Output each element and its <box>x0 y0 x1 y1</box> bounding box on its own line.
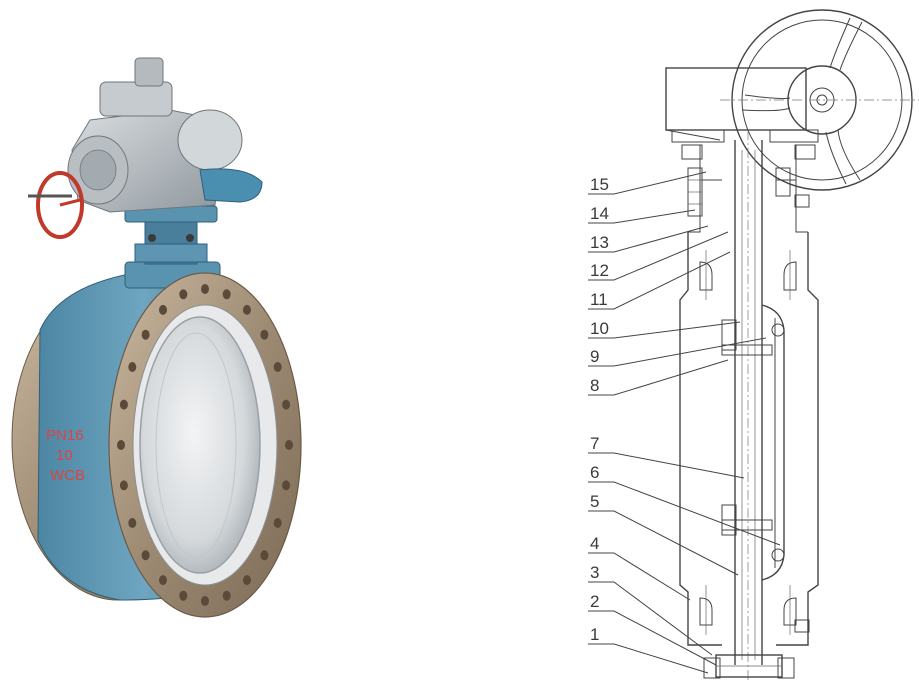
marking-line-3: WCB <box>50 467 85 484</box>
valve-body-section <box>679 145 819 646</box>
bolt-hole <box>117 440 125 450</box>
disc-section <box>721 304 785 581</box>
valve-stem <box>734 130 763 680</box>
leader-line-3 <box>588 581 713 656</box>
leader-line-8 <box>588 359 729 396</box>
bolt-hole <box>141 329 150 340</box>
bottom-cap <box>703 654 795 679</box>
part-number-labels: 15 14 13 12 11 10 9 8 7 6 5 4 3 2 1 <box>590 175 609 644</box>
bolt-hole <box>128 518 137 528</box>
part-label-13: 13 <box>590 233 609 252</box>
leader-line-15 <box>588 171 707 195</box>
bolt-hole <box>119 480 128 491</box>
bolt-hole <box>141 550 150 561</box>
leader-line-9 <box>588 337 767 367</box>
part-label-5: 5 <box>590 492 599 511</box>
leader-line-4 <box>588 552 691 601</box>
leader-line-10 <box>588 321 741 339</box>
part-label-3: 3 <box>590 563 599 582</box>
leader-line-6 <box>588 481 781 546</box>
part-label-2: 2 <box>590 592 599 611</box>
bolt-hole <box>179 289 188 300</box>
bolt-hole <box>222 289 231 300</box>
top-bolts <box>681 144 816 217</box>
leader-line-11 <box>588 251 731 310</box>
bolt-hole <box>201 284 209 294</box>
part-label-4: 4 <box>590 534 599 553</box>
part-label-8: 8 <box>590 376 599 395</box>
part-label-11: 11 <box>590 290 608 309</box>
bolt-hole <box>159 304 167 315</box>
flange-bolt-holes <box>117 284 293 606</box>
handwheel <box>28 171 84 239</box>
bolt-hole <box>128 362 137 372</box>
part-label-12: 12 <box>590 261 609 280</box>
part-label-10: 10 <box>590 319 609 338</box>
leader-line-2 <box>588 610 717 666</box>
part-label-9: 9 <box>590 347 599 366</box>
body-marking: PN16 10 WCB <box>46 427 85 484</box>
part-label-6: 6 <box>590 463 599 482</box>
bolt-hole <box>201 596 209 606</box>
bolt-hole <box>260 550 269 561</box>
marking-line-1: PN16 <box>46 427 84 444</box>
bolt-hole <box>179 590 188 601</box>
bolt-hole <box>159 575 167 586</box>
marking-line-2: 10 <box>56 447 73 464</box>
part-leader-lines <box>588 171 781 674</box>
drawing-handwheel <box>720 9 919 191</box>
leader-line-12 <box>588 231 729 281</box>
valve-disc <box>139 316 261 574</box>
bolt-hole <box>273 362 282 372</box>
bolt-hole <box>282 480 291 491</box>
part-label-14: 14 <box>590 204 609 223</box>
bolt-hole <box>243 575 251 586</box>
valve-neck <box>124 205 218 265</box>
leader-line-7 <box>588 452 745 479</box>
bolt-hole <box>273 518 282 528</box>
part-label-7: 7 <box>590 434 599 453</box>
leader-line-13 <box>588 225 709 253</box>
electric-actuator <box>67 57 263 213</box>
leader-line-5 <box>588 510 739 576</box>
bolt-hole <box>119 399 128 410</box>
bolt-hole <box>282 399 291 410</box>
leader-line-1 <box>588 643 709 674</box>
bolt-hole <box>260 329 269 340</box>
part-label-15: 15 <box>590 175 609 194</box>
part-label-1: 1 <box>590 625 599 644</box>
leader-line-14 <box>588 209 696 224</box>
bolt-hole <box>243 304 251 315</box>
gearbox-housing <box>665 67 819 143</box>
bolt-hole <box>222 590 231 601</box>
bolt-hole <box>285 440 293 450</box>
